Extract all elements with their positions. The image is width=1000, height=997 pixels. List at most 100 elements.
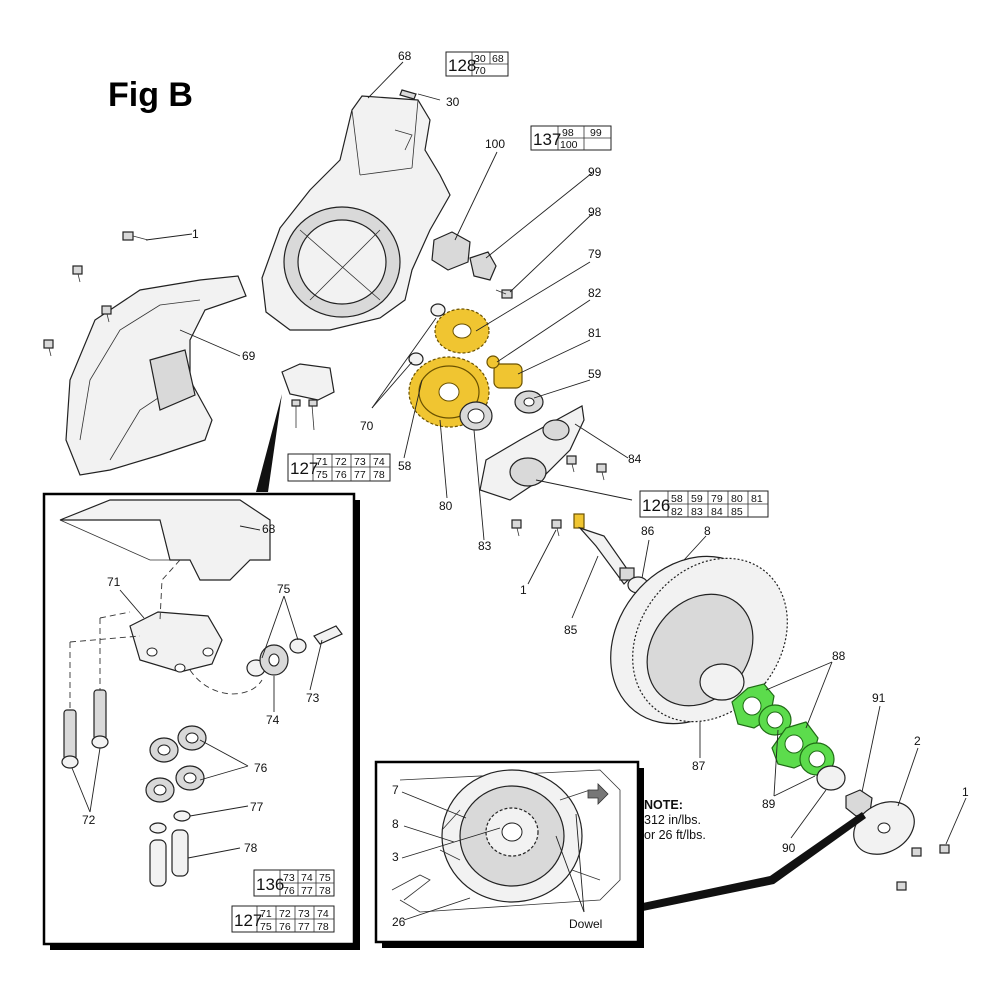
kit-box-137: 137 98 99 100 [530, 125, 612, 151]
svg-text:82: 82 [671, 506, 683, 518]
inset-callout-76: 76 [254, 761, 268, 775]
svg-text:127: 127 [234, 911, 262, 930]
svg-text:78: 78 [317, 921, 329, 933]
callout-81: 81 [588, 326, 602, 340]
svg-text:76: 76 [335, 469, 347, 481]
pin-30 [399, 89, 417, 100]
callout-58: 58 [398, 459, 412, 473]
svg-text:75: 75 [319, 872, 331, 884]
inset-callout-72: 72 [82, 813, 96, 827]
callout-84: 84 [628, 452, 642, 466]
callout-59: 59 [588, 367, 602, 381]
svg-text:76: 76 [283, 885, 295, 897]
svg-text:76: 76 [279, 921, 291, 933]
callout-69: 69 [242, 349, 256, 363]
callout-90: 90 [782, 841, 796, 855]
svg-text:137: 137 [533, 130, 561, 149]
callout-1-top: 1 [192, 227, 199, 241]
svg-text:73: 73 [283, 872, 295, 884]
svg-text:80: 80 [731, 493, 743, 505]
inset-callout-73: 73 [306, 691, 320, 705]
torque-note-line1: 312 in/lbs. [644, 813, 701, 827]
inset-left-pointer [256, 394, 282, 492]
screw-flange-2 [939, 844, 950, 854]
svg-text:136: 136 [256, 875, 284, 894]
svg-text:75: 75 [260, 921, 272, 933]
svg-text:78: 78 [319, 885, 331, 897]
inset-callout-78: 78 [244, 841, 258, 855]
svg-text:78: 78 [373, 469, 385, 481]
callout-8: 8 [704, 524, 711, 538]
leader-lines [145, 61, 967, 845]
svg-text:72: 72 [335, 456, 347, 468]
flywheel-8 [610, 555, 788, 725]
screw-left-2 [72, 265, 83, 283]
screw-98 [495, 289, 513, 299]
torque-note-line2: or 26 ft/lbs. [644, 828, 706, 842]
svg-text:84: 84 [711, 506, 723, 518]
screw-plate-2 [596, 463, 607, 481]
svg-text:30: 30 [474, 53, 486, 65]
inset-right-callout-26: 26 [392, 915, 406, 929]
callout-87: 87 [692, 759, 706, 773]
kit-box-127-inset: 127 71 72 73 74 75 76 77 78 [231, 905, 335, 933]
svg-text:99: 99 [590, 127, 602, 139]
spindle-85 [573, 513, 635, 585]
callout-80: 80 [439, 499, 453, 513]
washer-82 [486, 355, 500, 369]
screw-flange-3 [896, 881, 907, 891]
svg-text:71: 71 [260, 908, 272, 920]
figure-title: Fig B [108, 76, 193, 114]
callout-88: 88 [832, 649, 846, 663]
callout-1-right: 1 [962, 785, 969, 799]
callout-91: 91 [872, 691, 886, 705]
callout-30: 30 [446, 95, 460, 109]
inset-callout-74: 74 [266, 713, 280, 727]
callout-79: 79 [588, 247, 602, 261]
svg-text:83: 83 [691, 506, 703, 518]
callout-99: 99 [588, 165, 602, 179]
svg-text:74: 74 [301, 872, 313, 884]
svg-text:85: 85 [731, 506, 743, 518]
svg-text:75: 75 [316, 469, 328, 481]
callout-100: 100 [485, 137, 505, 151]
callout-70: 70 [360, 419, 374, 433]
gear-79 [434, 308, 490, 354]
screw-plate-1 [566, 455, 577, 473]
kit-box-126: 126 58 59 79 80 81 82 83 84 85 [639, 490, 769, 518]
svg-text:98: 98 [562, 127, 574, 139]
inset-right-callout-3: 3 [392, 850, 399, 864]
svg-text:71: 71 [316, 456, 328, 468]
screw-plate-4 [551, 519, 562, 537]
kit-box-136: 136 73 74 75 76 77 78 [253, 869, 335, 897]
washer-88-top [731, 683, 775, 729]
svg-text:58: 58 [671, 493, 683, 505]
kit-box-128: 128 30 68 70 [445, 51, 509, 77]
callout-85: 85 [564, 623, 578, 637]
svg-text:70: 70 [474, 65, 486, 77]
svg-text:126: 126 [642, 496, 670, 515]
inset-left-panel: 68 71 75 73 74 76 77 78 72 136 73 74 75 … [42, 492, 360, 950]
svg-text:74: 74 [373, 456, 385, 468]
inset-right-callout-7: 7 [392, 783, 399, 797]
bearing-59 [514, 390, 544, 414]
svg-text:100: 100 [560, 139, 578, 151]
svg-text:81: 81 [751, 493, 763, 505]
svg-text:59: 59 [691, 493, 703, 505]
inset-callout-77: 77 [250, 800, 264, 814]
bushing-99 [469, 251, 497, 281]
screw-plate-3 [511, 519, 522, 537]
screw-left-3 [101, 305, 112, 323]
belt-cover [65, 275, 247, 476]
torque-note-heading: NOTE: [644, 798, 683, 812]
svg-text:77: 77 [354, 469, 366, 481]
svg-text:74: 74 [317, 908, 329, 920]
bushing-100 [431, 231, 471, 271]
svg-text:127: 127 [290, 459, 318, 478]
inset-right-callout-8: 8 [392, 817, 399, 831]
svg-text:79: 79 [711, 493, 723, 505]
gear-plate-84 [479, 405, 585, 501]
svg-text:68: 68 [492, 53, 504, 65]
svg-text:73: 73 [354, 456, 366, 468]
